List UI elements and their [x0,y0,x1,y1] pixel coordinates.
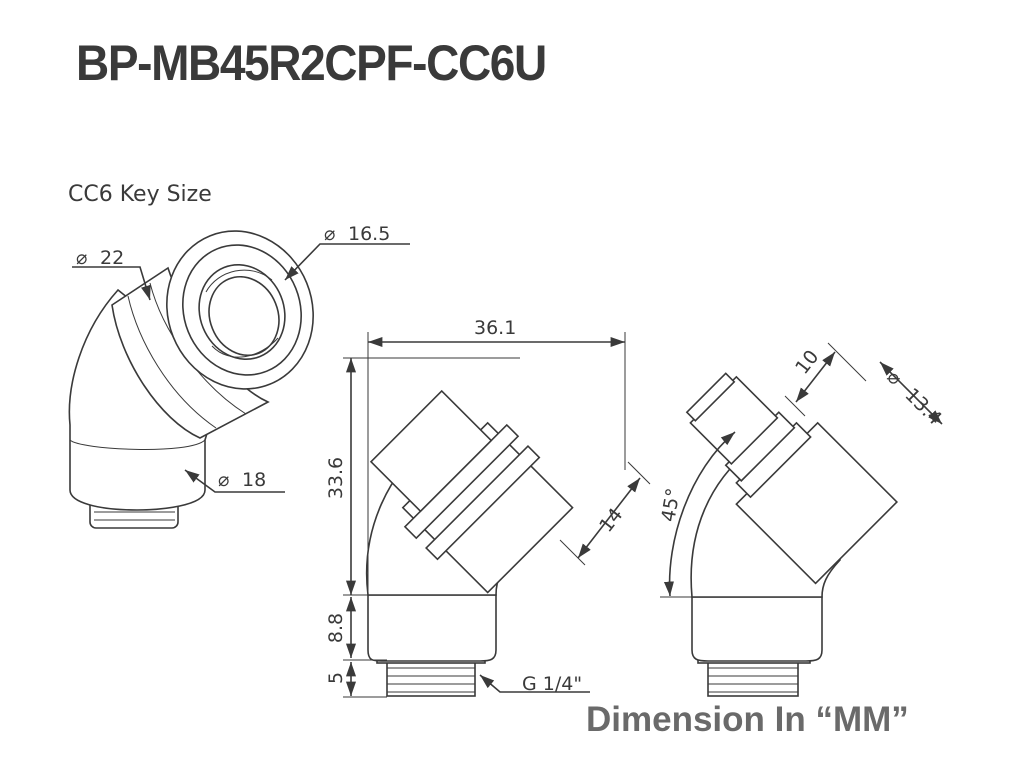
dim-phi16-5: 16.5 [348,223,390,245]
dim-width: 36.1 [474,317,516,339]
phi-symbol-13-4: ⌀ [882,366,906,390]
product-title: BP-MB45R2CPF-CC6U [76,35,547,91]
dim-line-phi13-4 [879,361,943,425]
perspective-cap [166,230,314,390]
side-collar [685,372,899,585]
dim-phi13-4: 13.4 [900,384,945,429]
dim-thread: G 1/4" [522,673,582,695]
side-base [691,596,823,662]
phi-symbol-22: ⌀ [76,247,87,269]
phi-symbol-18: ⌀ [218,469,229,491]
front-base [367,594,497,662]
leader-phi22 [72,266,151,301]
front-view [343,332,651,698]
dimension-unit-note: Dimension In “MM” [586,700,909,739]
leader-thread [479,674,590,693]
dim-thread-height: 5 [325,672,347,684]
perspective-view [68,230,410,529]
dim-phi18: 18 [242,469,266,491]
angle-arc [663,431,736,597]
dim-line-collar-width [577,477,641,559]
dim-height-total: 33.6 [325,457,347,499]
leader-phi18 [184,469,285,493]
front-collar [369,389,574,594]
dim-line-tube-length [795,351,836,403]
dim-phi22: 22 [100,247,124,269]
leader-phi16-5 [284,243,410,281]
side-view [660,342,943,697]
phi-symbol-16-5: ⌀ [324,223,335,245]
key-size-label: CC6 Key Size [68,182,212,207]
dim-height-base: 8.8 [325,613,347,643]
dim-collar-width: 14 [595,504,627,537]
